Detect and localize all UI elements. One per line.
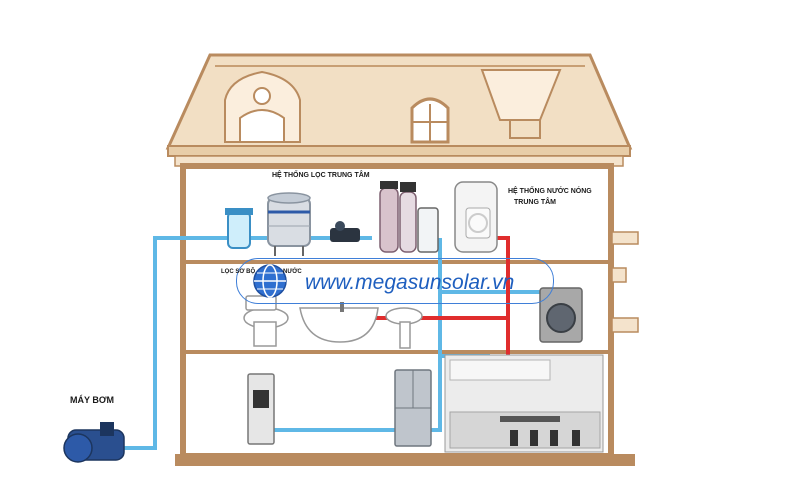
label-pre-filter: LỌC SƠ BỘ — [221, 269, 256, 275]
label-hot-water: HỆ THỐNG NƯỚC NÓNG TRUNG TÂM — [508, 186, 592, 208]
watermark-banner — [236, 258, 554, 304]
water-dispenser — [247, 373, 275, 445]
roof — [165, 53, 633, 167]
side-balconies — [611, 231, 639, 333]
globe-icon — [253, 264, 287, 298]
pre-filter — [225, 208, 253, 249]
bathtub — [299, 302, 379, 343]
label-tank: NƯỚC — [283, 269, 302, 275]
kitchen — [444, 354, 604, 453]
label-pump: MÁY BƠM — [70, 395, 115, 405]
label-central-filter: HỆ THỐNG LỌC TRUNG TÂM — [272, 172, 370, 179]
water-pump — [63, 422, 125, 463]
label-hot-water-line1: HỆ THỐNG NƯỚC NÓNG — [508, 188, 592, 195]
central-filter-system — [379, 181, 439, 253]
wash-basin — [385, 307, 423, 349]
label-hot-water-line2: TRUNG TÂM — [514, 199, 556, 206]
heat-pump-water-heater — [454, 181, 498, 253]
watermark-url: www.megasunsolar.vn — [305, 271, 515, 294]
refrigerator — [394, 369, 432, 447]
booster-pump — [330, 221, 360, 242]
washing-machine — [539, 287, 583, 343]
water-tank — [267, 192, 311, 256]
